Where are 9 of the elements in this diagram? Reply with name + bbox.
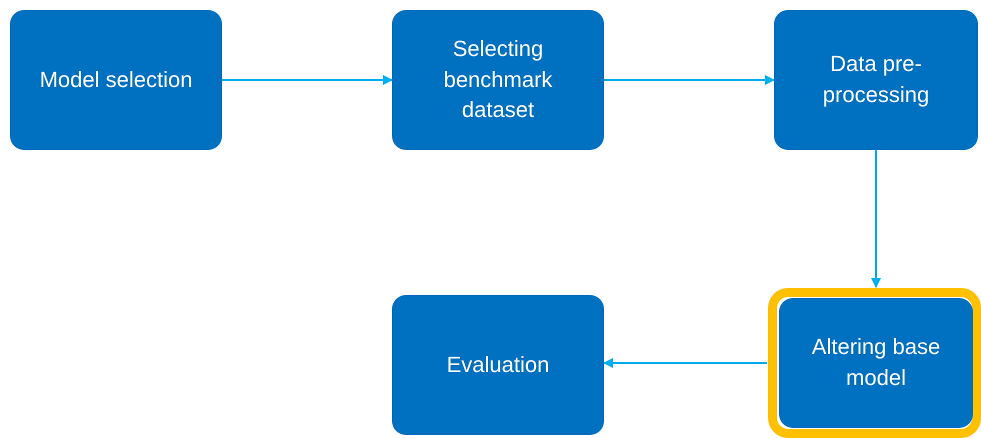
process-box: Evaluation bbox=[392, 295, 604, 435]
arrow bbox=[871, 150, 881, 288]
arrow bbox=[603, 358, 767, 368]
process-box: Altering base model bbox=[779, 298, 973, 428]
arrow bbox=[604, 75, 775, 85]
process-box: Model selection bbox=[10, 10, 222, 150]
arrow bbox=[222, 75, 393, 85]
process-box: Data pre-processing bbox=[774, 10, 978, 150]
process-box: Selecting benchmark dataset bbox=[392, 10, 604, 150]
